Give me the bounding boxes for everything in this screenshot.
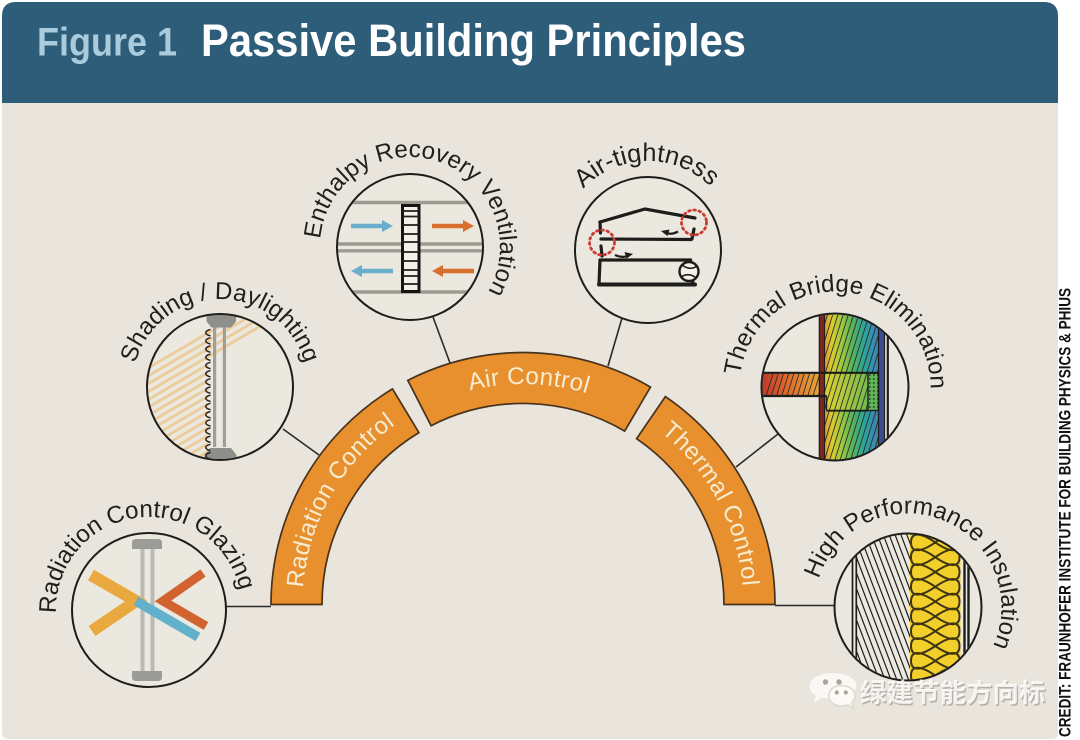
svg-text:CREDIT: FRAUNHOFER INSTITUTE F: CREDIT: FRAUNHOFER INSTITUTE FOR BUILDIN… [1057, 288, 1075, 737]
svg-text:Passive Building Principles: Passive Building Principles [201, 15, 746, 66]
svg-text:Figure 1: Figure 1 [37, 21, 177, 65]
